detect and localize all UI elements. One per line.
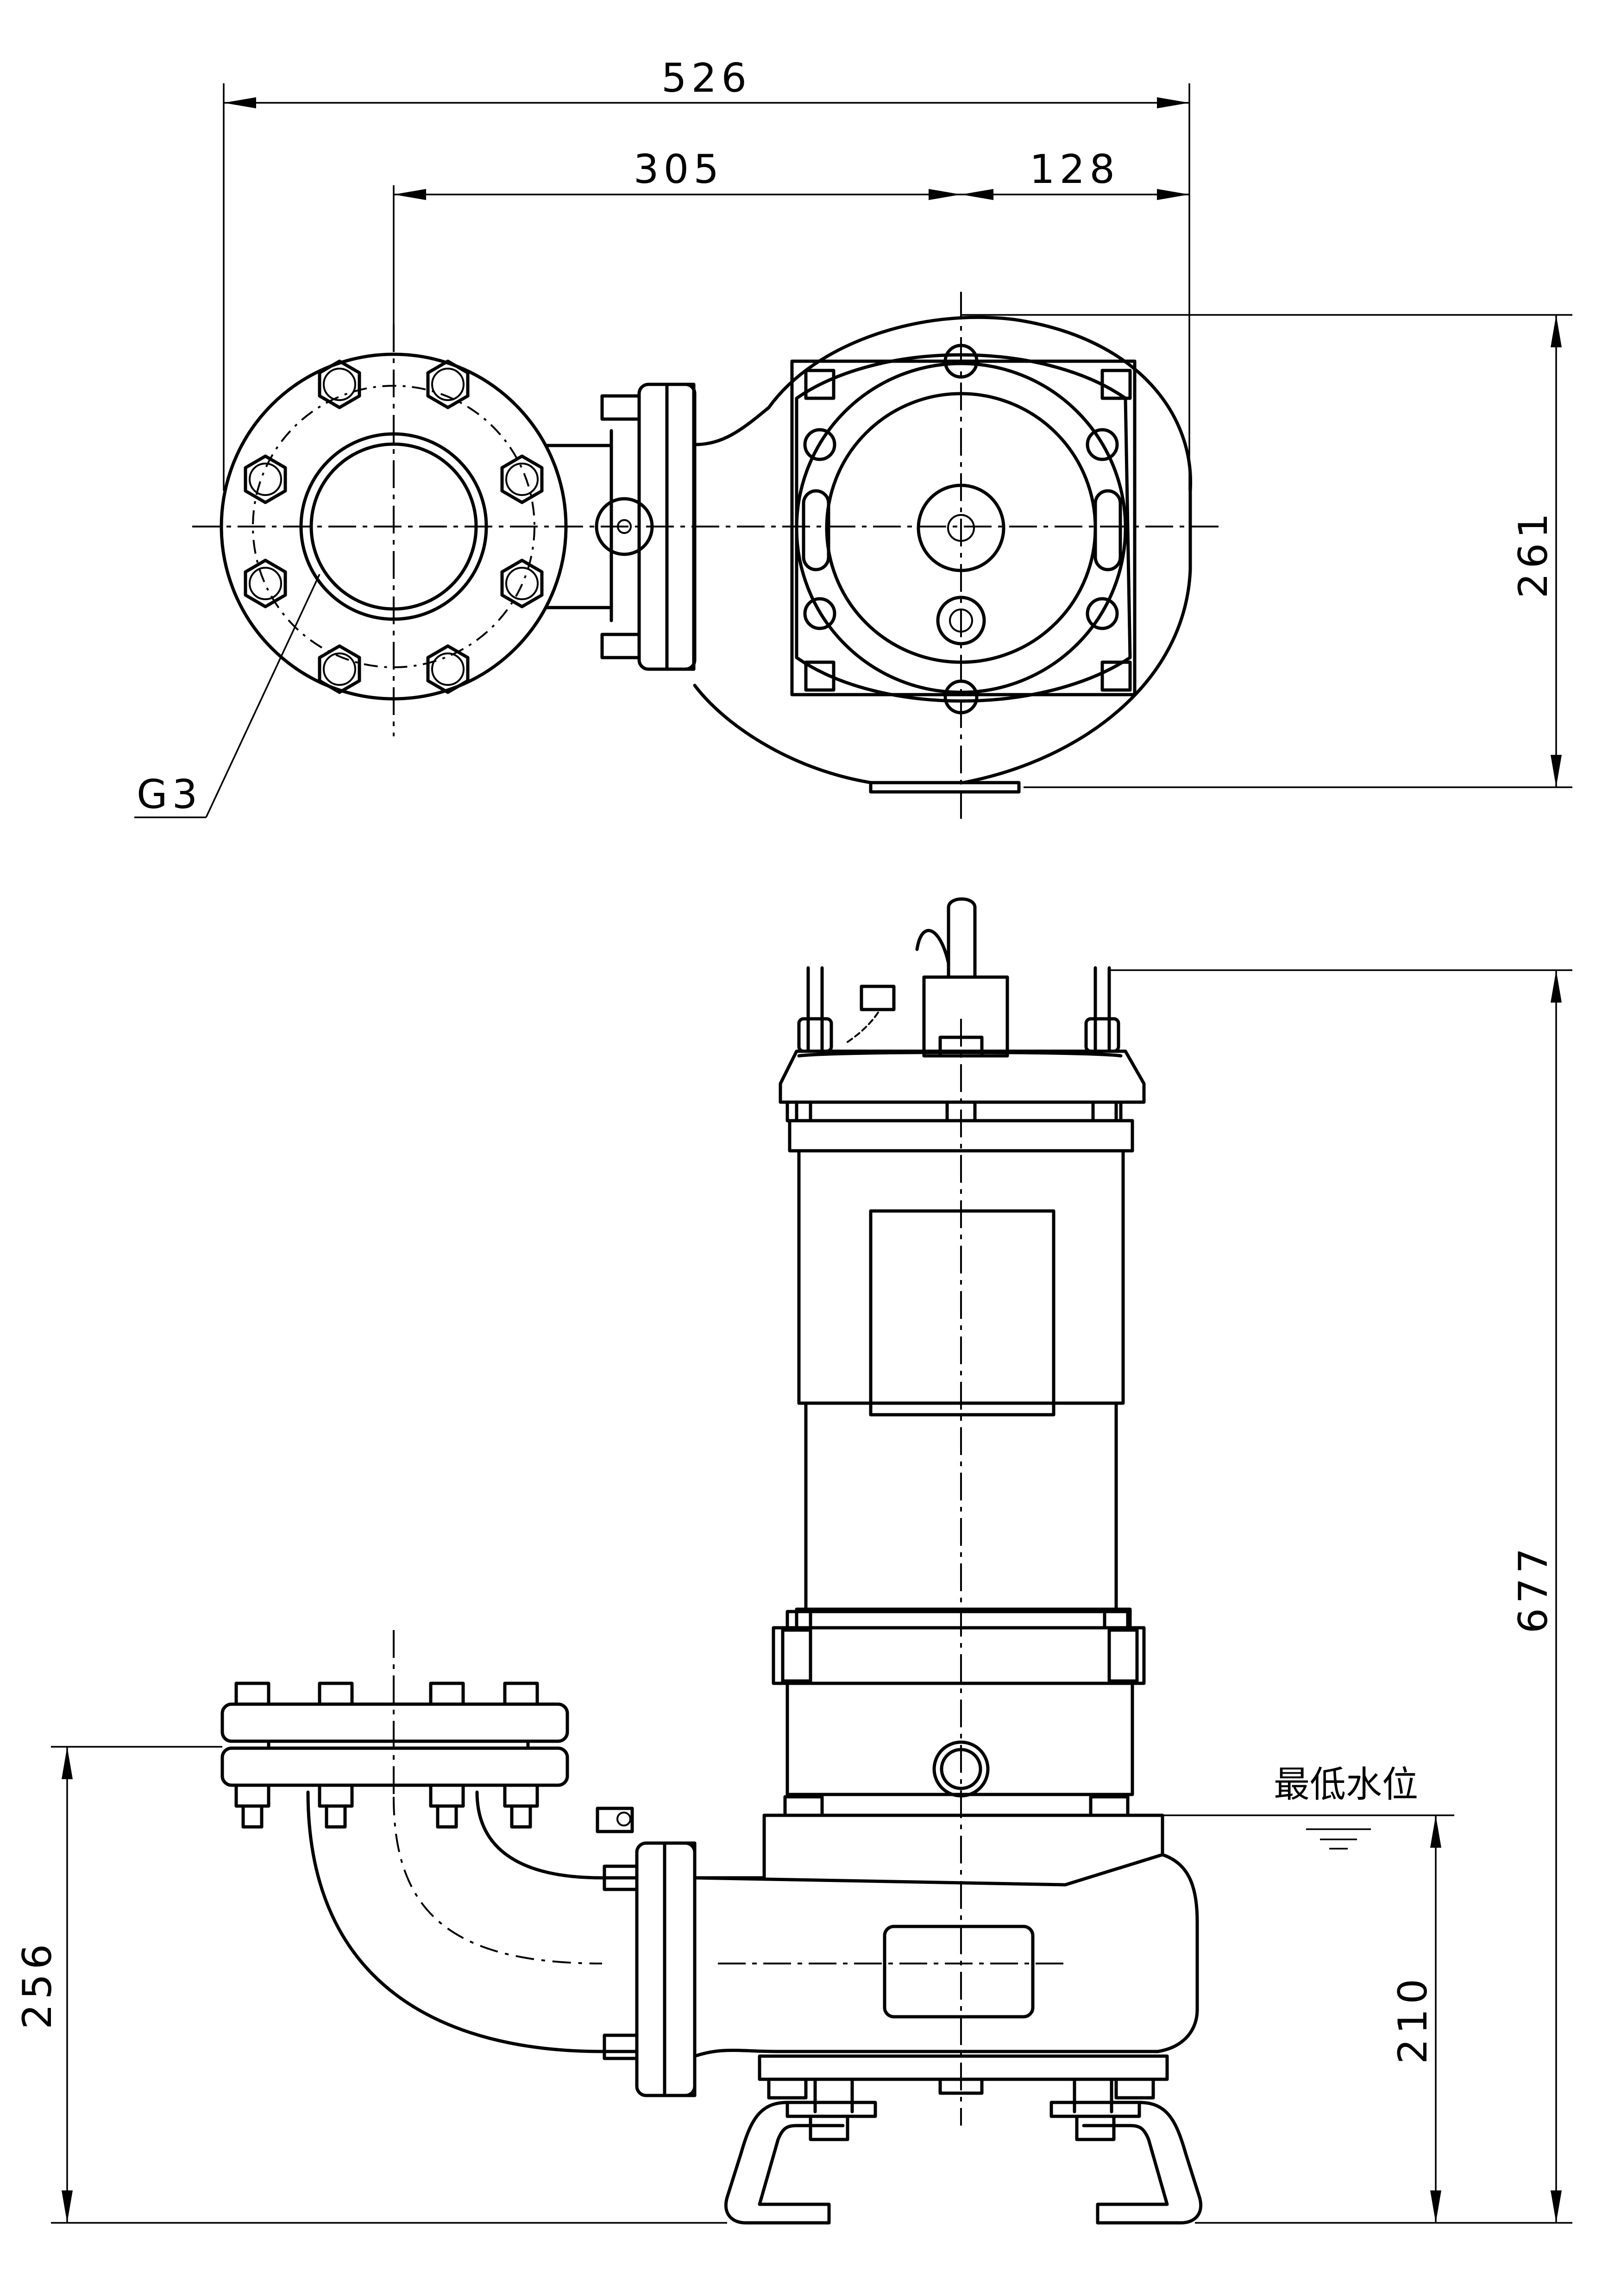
label-minimum-water-level: 最低水位 <box>1274 1764 1418 1806</box>
water-level-symbol <box>1306 1828 1371 1850</box>
plan-dimensions: 526 305 128 261 G3 <box>134 55 1572 818</box>
elevation-flange-bolts <box>234 1681 539 1829</box>
dim-discharge-height: 256 <box>14 1939 61 2029</box>
elevation-view <box>220 897 1203 2225</box>
dim-center-to-edge: 128 <box>1030 146 1119 193</box>
label-flange-size: G3 <box>137 772 202 818</box>
plan-view <box>192 292 1223 824</box>
dim-plan-depth: 261 <box>1510 508 1557 598</box>
dim-overall-height: 677 <box>1510 1543 1557 1633</box>
elevation-dimensions: 677 256 210 最低水位 <box>14 969 1572 2224</box>
dim-overall-width: 526 <box>661 55 751 101</box>
flange-bolt-heads <box>244 359 544 694</box>
dim-discharge-to-center: 305 <box>634 146 723 193</box>
motor-cover-plan <box>790 344 1137 715</box>
dim-min-water-height: 210 <box>1390 1974 1436 2064</box>
